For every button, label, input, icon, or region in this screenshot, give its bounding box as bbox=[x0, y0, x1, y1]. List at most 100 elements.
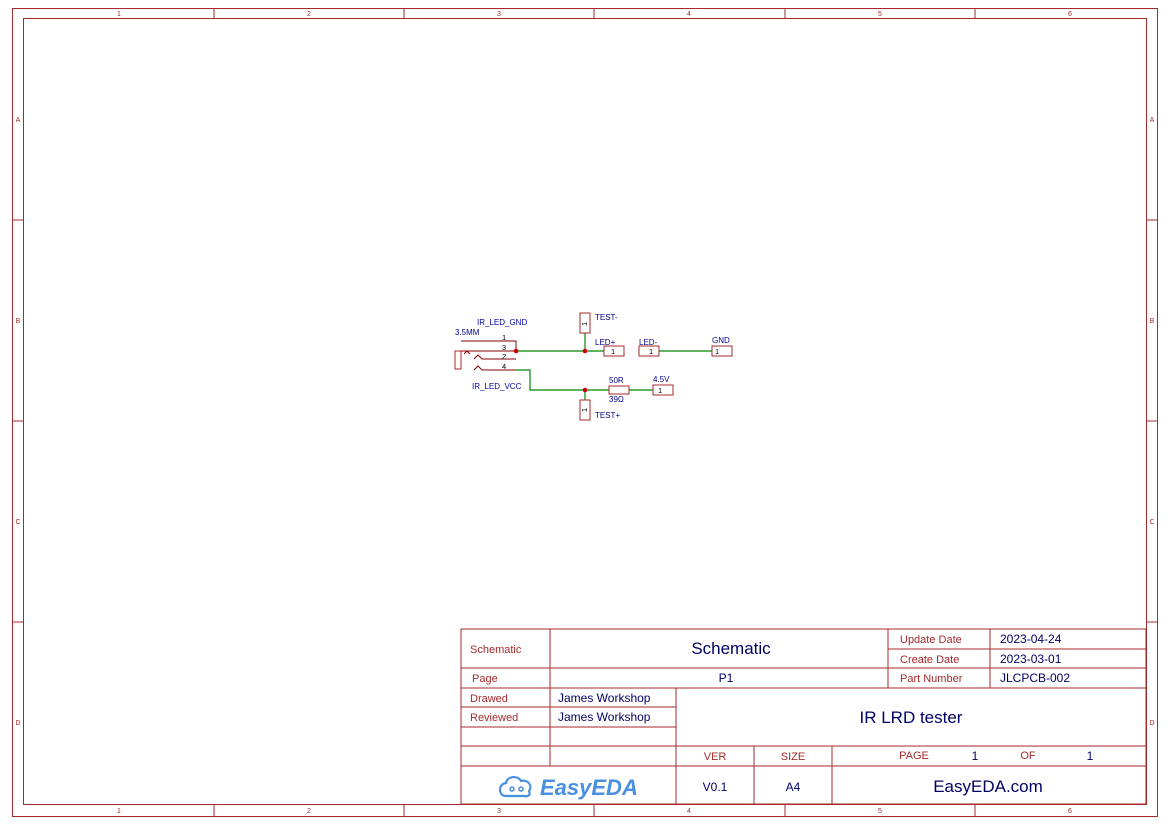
pad-gnd-pin: 1 bbox=[715, 347, 719, 356]
zone-col-5-bottom: 5 bbox=[878, 808, 882, 815]
pad-led-plus-pin: 1 bbox=[611, 347, 615, 356]
zone-dividers bbox=[12, 8, 1158, 817]
pad-led-plus-label: LED+ bbox=[595, 338, 616, 347]
pad-led-plus[interactable]: 1 LED+ bbox=[595, 338, 625, 357]
pad-gnd[interactable]: 1 GND bbox=[711, 336, 733, 357]
tb-reviewed-value: James Workshop bbox=[558, 710, 651, 724]
zone-col-4-top: 4 bbox=[687, 11, 691, 18]
tb-part-number-value: JLCPCB-002 bbox=[1000, 671, 1070, 685]
jack-pin-2-num: 2 bbox=[502, 352, 506, 361]
zone-col-6-bottom: 6 bbox=[1068, 808, 1072, 815]
pad-led-plus-body bbox=[603, 345, 625, 357]
schematic-circuit: 3.5MM 1 3 2 4 IR_LED_GND IR_LED_VCC bbox=[454, 312, 733, 421]
tb-size-key: SIZE bbox=[781, 751, 805, 763]
pad-led-minus-label: LED- bbox=[639, 338, 658, 347]
tb-schematic-key: Schematic bbox=[470, 644, 522, 656]
pad-led-minus[interactable]: 1 LED- bbox=[638, 338, 660, 357]
tb-of-value: 1 bbox=[1087, 749, 1094, 763]
junction-jack-gnd bbox=[513, 348, 519, 354]
zone-col-4-bottom: 4 bbox=[687, 808, 691, 815]
pad-test-plus-label: TEST+ bbox=[595, 411, 620, 420]
pad-test-minus-label: TEST- bbox=[595, 313, 618, 322]
zone-col-5-top: 5 bbox=[878, 11, 882, 18]
jack-pin-1-num: 1 bbox=[502, 333, 506, 342]
zone-col-6-top: 6 bbox=[1068, 11, 1072, 18]
zone-row-b-left: B bbox=[16, 318, 21, 325]
zone-row-d-right: D bbox=[1149, 720, 1154, 727]
net-label-ir-led-vcc: IR_LED_VCC bbox=[472, 382, 522, 391]
zone-row-a-left: A bbox=[16, 117, 21, 124]
tb-website: EasyEDA.com bbox=[933, 777, 1043, 796]
cloud-icon bbox=[498, 776, 532, 798]
pad-4v5-pin: 1 bbox=[658, 386, 662, 395]
tb-schematic-value: Schematic bbox=[691, 639, 771, 658]
zone-col-1-top: 1 bbox=[117, 11, 121, 18]
zone-row-c-left: C bbox=[15, 519, 20, 526]
zone-labels-top: 1 2 3 4 5 6 bbox=[117, 11, 1072, 18]
resistor-body bbox=[608, 385, 630, 395]
tb-page-num-key: PAGE bbox=[899, 750, 929, 762]
tb-drawed-key: Drawed bbox=[470, 693, 508, 705]
resistor-value: 39Ω bbox=[609, 395, 624, 404]
tb-size-value: A4 bbox=[786, 780, 801, 794]
resistor[interactable]: 50R 39Ω bbox=[608, 376, 630, 404]
tb-ver-value: V0.1 bbox=[703, 780, 728, 794]
jack-sleeve-mark bbox=[463, 350, 471, 355]
zone-row-d-left: D bbox=[15, 720, 20, 727]
pad-led-minus-body bbox=[638, 345, 660, 357]
pad-gnd-label: GND bbox=[712, 336, 730, 345]
tb-update-date-key: Update Date bbox=[900, 634, 962, 646]
tb-ver-key: VER bbox=[704, 751, 727, 763]
jack-pin-2-line bbox=[473, 354, 516, 360]
easyeda-logo: EasyEDA bbox=[498, 775, 638, 800]
pad-test-plus-body bbox=[579, 399, 591, 421]
pad-test-minus-body bbox=[579, 312, 591, 334]
tb-page-num-value: 1 bbox=[972, 749, 979, 763]
logo-text: EasyEDA bbox=[540, 775, 638, 800]
pad-4v5[interactable]: 1 4.5V bbox=[652, 375, 674, 396]
zone-row-b-right: B bbox=[1150, 318, 1155, 325]
junction-vcc-test bbox=[582, 387, 588, 393]
zone-row-a-right: A bbox=[1150, 117, 1155, 124]
pad-4v5-label: 4.5V bbox=[653, 375, 670, 384]
zone-col-2-bottom: 2 bbox=[307, 808, 311, 815]
pad-test-minus[interactable]: 1 TEST- bbox=[579, 312, 618, 334]
zone-labels-right: A B C D bbox=[1149, 117, 1154, 727]
tb-page-value: P1 bbox=[719, 671, 734, 685]
zone-col-2-top: 2 bbox=[307, 11, 311, 18]
tb-of-key: OF bbox=[1020, 750, 1036, 762]
junction-gnd-test bbox=[582, 348, 588, 354]
resistor-name: 50R bbox=[609, 376, 624, 385]
jack-pin-1-line bbox=[461, 340, 517, 351]
jack-pin-4-line bbox=[473, 365, 516, 371]
pad-test-minus-pin: 1 bbox=[580, 322, 589, 326]
zone-labels-left: A B C D bbox=[15, 117, 20, 727]
tb-reviewed-key: Reviewed bbox=[470, 712, 518, 724]
tb-update-date-value: 2023-04-24 bbox=[1000, 632, 1062, 646]
tb-create-date-value: 2023-03-01 bbox=[1000, 652, 1062, 666]
title-block: Schematic Schematic Update Date 2023-04-… bbox=[460, 628, 1147, 805]
outer-border bbox=[12, 8, 1158, 817]
zone-row-c-right: C bbox=[1149, 519, 1154, 526]
pad-test-plus[interactable]: 1 TEST+ bbox=[579, 399, 620, 421]
tb-create-date-key: Create Date bbox=[900, 654, 959, 666]
tb-page-key: Page bbox=[472, 673, 498, 685]
jack-pin-4-num: 4 bbox=[502, 362, 506, 371]
pad-test-plus-pin: 1 bbox=[580, 408, 589, 412]
tb-title: IR LRD tester bbox=[860, 708, 963, 727]
jack-body bbox=[454, 350, 462, 370]
pad-gnd-body bbox=[711, 345, 733, 357]
jack-pin-3-num: 3 bbox=[502, 343, 506, 352]
zone-col-3-bottom: 3 bbox=[497, 808, 501, 815]
zone-col-3-top: 3 bbox=[497, 11, 501, 18]
pad-led-minus-pin: 1 bbox=[649, 347, 653, 356]
tb-part-number-key: Part Number bbox=[900, 673, 963, 685]
title-block-frame bbox=[460, 628, 1147, 805]
pad-4v5-body bbox=[652, 384, 674, 396]
jack-name: 3.5MM bbox=[455, 328, 480, 337]
zone-labels-bottom: 1 2 3 4 5 6 bbox=[117, 808, 1072, 815]
jack-connector[interactable]: 3.5MM 1 3 2 4 bbox=[454, 328, 517, 371]
wire-vcc-bus bbox=[516, 369, 609, 391]
net-label-ir-led-gnd: IR_LED_GND bbox=[477, 318, 527, 327]
